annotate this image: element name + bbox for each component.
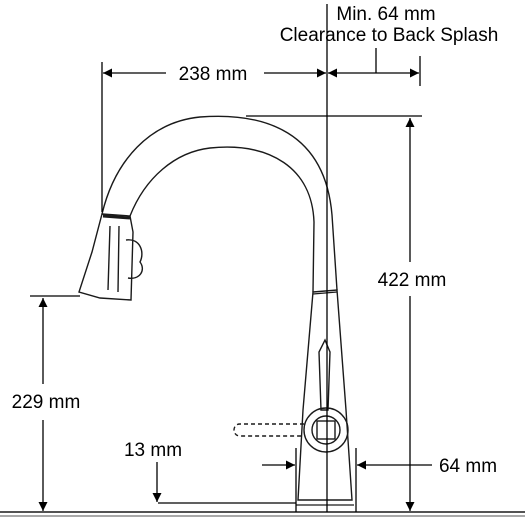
spout-reach-label: 238 mm — [179, 64, 248, 85]
faucet-body — [297, 289, 353, 501]
lever-handle — [233, 423, 304, 437]
base-width-label: 64 mm — [439, 456, 497, 477]
base-height-label: 13 mm — [124, 440, 182, 461]
spray-head-detail — [107, 225, 144, 293]
dimension-lines — [30, 4, 432, 512]
spray-head — [78, 213, 134, 301]
faucet-illustration — [0, 115, 525, 517]
handle-hub-core — [316, 420, 336, 440]
overall-height-label: 422 mm — [378, 270, 447, 291]
spray-head-band — [102, 214, 131, 220]
body-collar — [312, 291, 338, 295]
body-inset — [318, 338, 331, 411]
spout-outer-curve — [101, 115, 338, 291]
handle-hub-outer — [303, 407, 349, 453]
clearance-min-label: Min. 64 mm — [336, 4, 435, 25]
dimension-labels: Min. 64 mm Clearance to Back Splash 238 … — [12, 4, 499, 477]
spout-height-label: 229 mm — [12, 392, 81, 413]
clearance-description-label: Clearance to Back Splash — [280, 25, 499, 46]
spout-inner-curve — [129, 146, 315, 293]
handle-hub-inner — [311, 415, 341, 445]
